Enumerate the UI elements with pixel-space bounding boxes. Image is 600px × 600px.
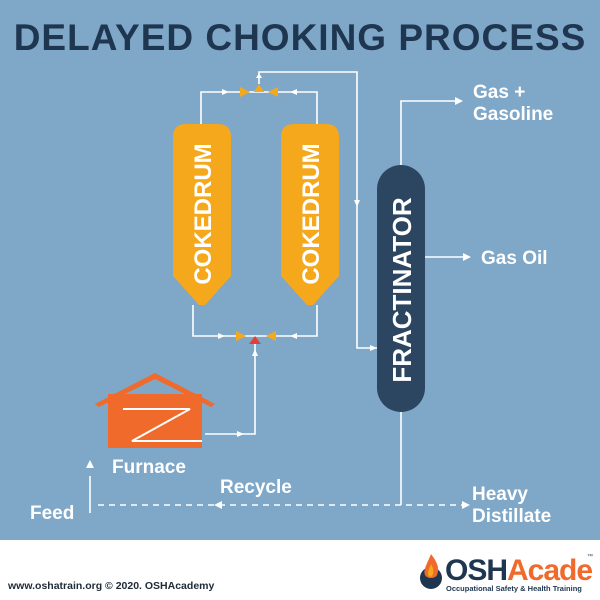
fractionator-label: FRACTINATOR bbox=[387, 197, 417, 383]
gas-gasoline-line bbox=[400, 100, 455, 165]
gas-oil-arrow bbox=[463, 253, 471, 261]
heavy-distillate-arrow bbox=[462, 501, 470, 509]
furnace bbox=[95, 373, 215, 448]
gas-gasoline-label-1: Gas + bbox=[473, 82, 525, 103]
fractionator-column bbox=[377, 165, 425, 412]
feed-label: Feed bbox=[30, 503, 74, 524]
top-arrow-right bbox=[222, 89, 229, 95]
furnace-label: Furnace bbox=[112, 457, 186, 478]
page-title: DELAYED CHOKING PROCESS bbox=[14, 17, 587, 58]
bottom-arrow-left bbox=[290, 333, 297, 339]
gas-oil-label: Gas Oil bbox=[481, 248, 548, 269]
heavy-distillate-label-2: Distillate bbox=[472, 506, 551, 527]
top-valve bbox=[240, 84, 278, 97]
cokedrum-left bbox=[173, 124, 231, 305]
cokedrum-right bbox=[281, 124, 339, 305]
recycle-arrow bbox=[214, 501, 222, 509]
furnace-outlet-arrow bbox=[237, 431, 244, 437]
logo-trademark: ™ bbox=[587, 553, 593, 560]
fractionator-inlet-arrow bbox=[370, 345, 377, 351]
gas-gasoline-label-2: Gasoline bbox=[473, 104, 553, 125]
bottom-valve bbox=[236, 331, 276, 344]
footer-bar bbox=[0, 540, 600, 600]
logo-wordmark: OSHAcademy bbox=[445, 554, 594, 587]
oshacademy-logo[interactable]: OSHAcademy ™ Occupational Safety & Healt… bbox=[418, 548, 594, 596]
furnace-body bbox=[108, 394, 202, 448]
cokedrum-left-label: COKEDRUM bbox=[190, 143, 217, 284]
heavy-distillate-label-1: Heavy bbox=[472, 484, 528, 505]
top-arrow-left bbox=[290, 89, 297, 95]
flame-gear-icon bbox=[420, 554, 442, 589]
logo-osh: OSH bbox=[445, 554, 507, 587]
gas-gasoline-arrow bbox=[455, 97, 463, 105]
feed-arrow bbox=[86, 460, 94, 468]
furnace-riser-arrow bbox=[252, 349, 258, 356]
cokedrum-right-label: COKEDRUM bbox=[298, 143, 325, 284]
bottom-drum-header bbox=[192, 305, 318, 337]
bottom-arrow-right bbox=[218, 333, 225, 339]
top-drum-header bbox=[200, 91, 318, 126]
furnace-outlet-line bbox=[205, 344, 256, 435]
vapour-down-arrow bbox=[354, 200, 360, 207]
logo-academy: Academy bbox=[507, 554, 594, 587]
furnace-coil bbox=[123, 408, 202, 442]
vapour-up-arrow bbox=[256, 73, 262, 78]
copyright-text: www.oshatrain.org © 2020. OSHAcademy bbox=[8, 580, 215, 592]
recycle-label: Recycle bbox=[220, 477, 292, 498]
logo-tagline: Occupational Safety & Health Training bbox=[446, 584, 582, 593]
